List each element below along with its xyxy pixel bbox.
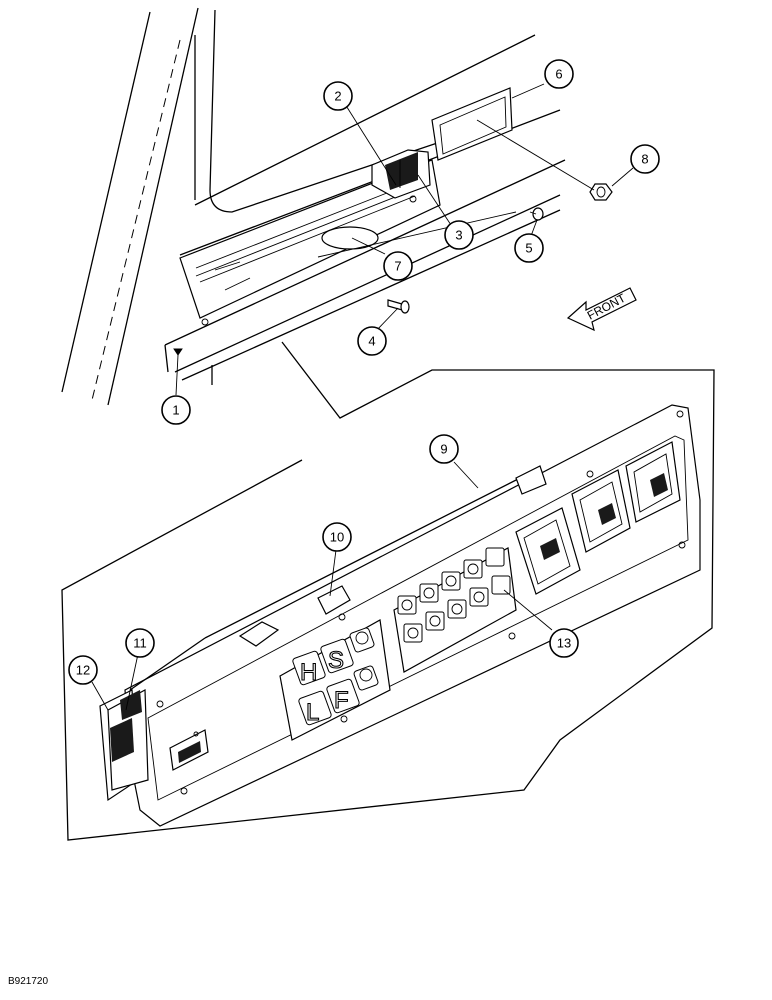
screw-8 — [589, 183, 613, 201]
callout-8-number: 8 — [641, 152, 648, 167]
hour-meter — [169, 729, 209, 771]
cab-side-rail — [164, 34, 566, 385]
figure-id-label: B921720 — [8, 976, 49, 987]
letter-f: F — [334, 687, 349, 714]
key-s — [320, 638, 354, 674]
key-f — [326, 678, 360, 714]
callout-7: 7 — [383, 251, 413, 281]
front-direction-arrow: FRONT — [566, 287, 637, 332]
mode-switch-cluster: H S L F — [279, 619, 391, 741]
callout-4-number: 4 — [368, 334, 375, 349]
callout-11: 11 — [125, 628, 155, 658]
callout-5: 5 — [514, 233, 544, 263]
callout-6-number: 6 — [555, 67, 562, 82]
letter-h: H — [300, 659, 317, 686]
callout-5-number: 5 — [525, 241, 532, 256]
screw-5 — [529, 207, 544, 221]
key-l — [298, 690, 332, 726]
function-switch-cluster — [393, 547, 517, 673]
leader-lines-upper — [173, 83, 634, 396]
gauge-3 — [625, 441, 681, 523]
callout-10: 10 — [322, 522, 352, 552]
cab-post — [61, 7, 471, 406]
callout-3-number: 3 — [455, 228, 462, 243]
callout-12-number: 12 — [76, 663, 90, 678]
callout-8: 8 — [630, 144, 660, 174]
detail-frame — [61, 341, 715, 841]
callout-12: 12 — [68, 655, 98, 685]
callout-11-number: 11 — [133, 636, 147, 651]
callout-10-number: 10 — [330, 530, 344, 545]
key-h — [292, 650, 326, 686]
key-brake — [349, 627, 375, 653]
callout-7-number: 7 — [394, 259, 401, 274]
leader-lines-lower — [91, 461, 553, 711]
callout-6: 6 — [544, 59, 574, 89]
letter-l: L — [306, 699, 319, 726]
callout-13-number: 13 — [557, 636, 571, 651]
callout-2-number: 2 — [334, 89, 341, 104]
callout-13: 13 — [549, 628, 579, 658]
key-idle — [353, 665, 379, 691]
callout-1: 1 — [161, 395, 191, 425]
callout-3: 3 — [444, 220, 474, 250]
callout-4: 4 — [357, 326, 387, 356]
screw-4 — [387, 299, 410, 314]
callout-9-number: 9 — [440, 442, 447, 457]
callout-1-number: 1 — [172, 403, 179, 418]
function-keys — [397, 547, 511, 643]
gauge-2 — [571, 469, 631, 553]
trim-panel — [179, 159, 441, 326]
callout-9: 9 — [429, 434, 459, 464]
letter-s: S — [328, 647, 344, 674]
gauge-1 — [515, 507, 581, 595]
cover-plate — [431, 87, 513, 161]
callout-2: 2 — [323, 81, 353, 111]
